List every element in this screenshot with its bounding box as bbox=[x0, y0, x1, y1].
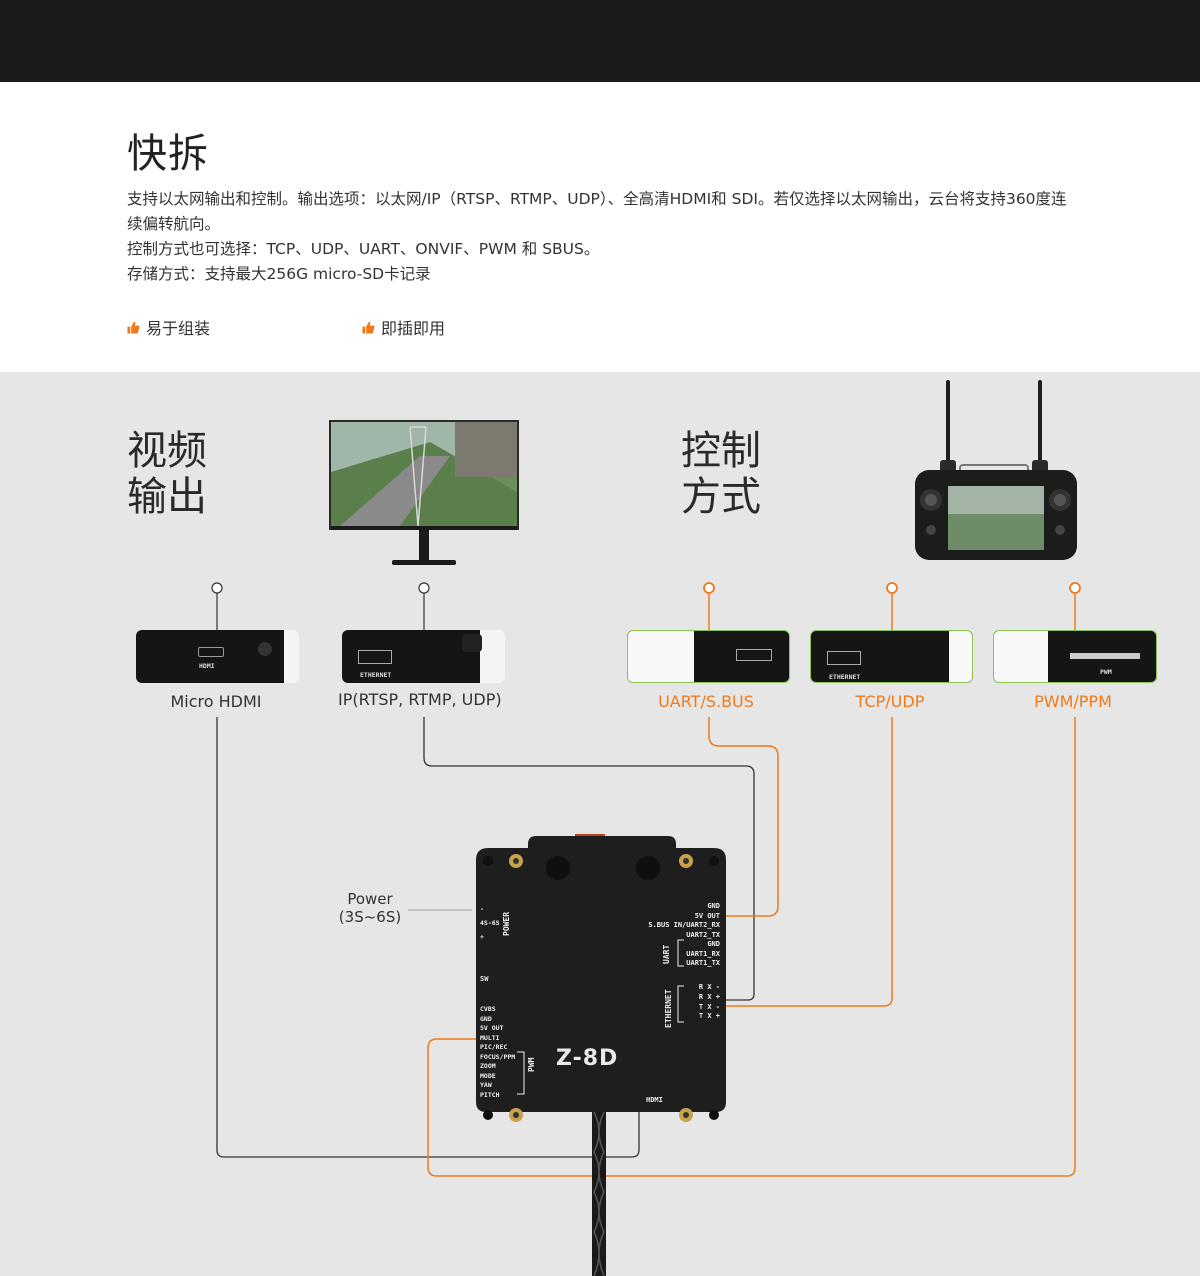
desc-line: 支持以太网输出和控制。输出选项：以太网/IP（RTSP、RTMP、UDP）、全高… bbox=[127, 190, 1067, 208]
device-power-pins: - 4S-6S + bbox=[480, 905, 500, 941]
ethernet-group-label: ETHERNET bbox=[664, 989, 673, 1028]
port-label-micro-hdmi: Micro HDMI bbox=[170, 692, 262, 711]
connection-diagram: 视频 输出 控制 方式 bbox=[0, 372, 1200, 1276]
device-cable bbox=[592, 1108, 606, 1276]
device-model: Z-8D bbox=[556, 1046, 619, 1071]
uart-socket-icon bbox=[736, 649, 772, 661]
uart-port-card bbox=[627, 630, 790, 683]
ethernet-socket-icon bbox=[358, 650, 392, 664]
switch-label: SW bbox=[480, 975, 489, 983]
port-label-pwm: PWM/PPM bbox=[1034, 692, 1112, 711]
tcp-wire bbox=[720, 717, 893, 1007]
tcp-port-card: ETHERNET bbox=[810, 630, 973, 683]
thumbs-up-icon bbox=[127, 321, 140, 334]
power-group-label: POWER bbox=[502, 911, 511, 936]
device-right-pins: GND 5V OUT S.BUS IN/UART2_RX UART2_TX GN… bbox=[648, 902, 720, 967]
power-label: Power (3S~6S) bbox=[338, 890, 402, 926]
pwm-header-icon bbox=[1070, 653, 1140, 659]
video-output-title: 视频 输出 bbox=[127, 428, 207, 520]
chip-label: PWM bbox=[1100, 668, 1112, 676]
pwm-wire bbox=[427, 717, 1076, 1177]
device-left-pins: CVBS GND 5V OUT MULTI PIC/REC FOCUS/PPM … bbox=[480, 1005, 516, 1099]
feature-easy-assembly: 易于组装 bbox=[127, 315, 210, 339]
intro-section bbox=[0, 82, 1200, 372]
feature-label: 即插即用 bbox=[381, 319, 446, 338]
top-bar bbox=[0, 0, 1200, 82]
chip-label: ETHERNET bbox=[829, 673, 861, 681]
pwm-group-label: PWM bbox=[527, 1057, 536, 1072]
device-hdmi-label: HDMI bbox=[646, 1096, 663, 1104]
ethernet-ip-wire bbox=[423, 717, 755, 1001]
control-method-title: 控制 方式 bbox=[681, 428, 761, 520]
uart-group-label: UART bbox=[662, 944, 671, 964]
desc-line: 存储方式：支持最大256G micro-SD卡记录 bbox=[127, 265, 431, 283]
connector-dot bbox=[418, 582, 430, 594]
chip-label: ETHERNET bbox=[360, 671, 392, 679]
port-label-tcp: TCP/UDP bbox=[855, 692, 925, 711]
feature-label: 易于组装 bbox=[146, 319, 211, 338]
desc-line: 续偏转航向。 bbox=[127, 215, 221, 233]
connector-dot bbox=[886, 582, 898, 594]
ethernet-socket-icon bbox=[827, 651, 861, 665]
port-label-uart: UART/S.BUS bbox=[658, 692, 754, 711]
ip-port-card: ETHERNET bbox=[342, 630, 505, 683]
section-description: 支持以太网输出和控制。输出选项：以太网/IP（RTSP、RTMP、UDP）、全高… bbox=[127, 187, 1087, 287]
micro-hdmi-port-card: HDMI bbox=[136, 630, 299, 683]
pwm-port-card: PWM bbox=[993, 630, 1157, 683]
section-title: 快拆 bbox=[127, 131, 209, 177]
feature-plug-and-play: 即插即用 bbox=[362, 315, 445, 339]
connector-dot bbox=[703, 582, 715, 594]
monitor-illustration bbox=[329, 420, 519, 565]
z8d-device bbox=[476, 834, 726, 1122]
port-label-ip: IP(RTSP, RTMP, UDP) bbox=[338, 690, 502, 709]
desc-line: 控制方式也可选择：TCP、UDP、UART、ONVIF、PWM 和 SBUS。 bbox=[127, 240, 600, 258]
hdmi-socket-icon bbox=[198, 647, 224, 657]
connector-dot bbox=[1069, 582, 1081, 594]
device-ethernet-pins: R X - R X + T X - T X + bbox=[698, 983, 720, 1021]
connector-dot bbox=[211, 582, 223, 594]
uart-wire bbox=[708, 717, 779, 917]
remote-controller-illustration bbox=[915, 380, 1077, 560]
chip-label: HDMI bbox=[199, 662, 215, 670]
wiring-layer bbox=[211, 380, 1081, 1276]
thumbs-up-icon bbox=[362, 321, 375, 334]
